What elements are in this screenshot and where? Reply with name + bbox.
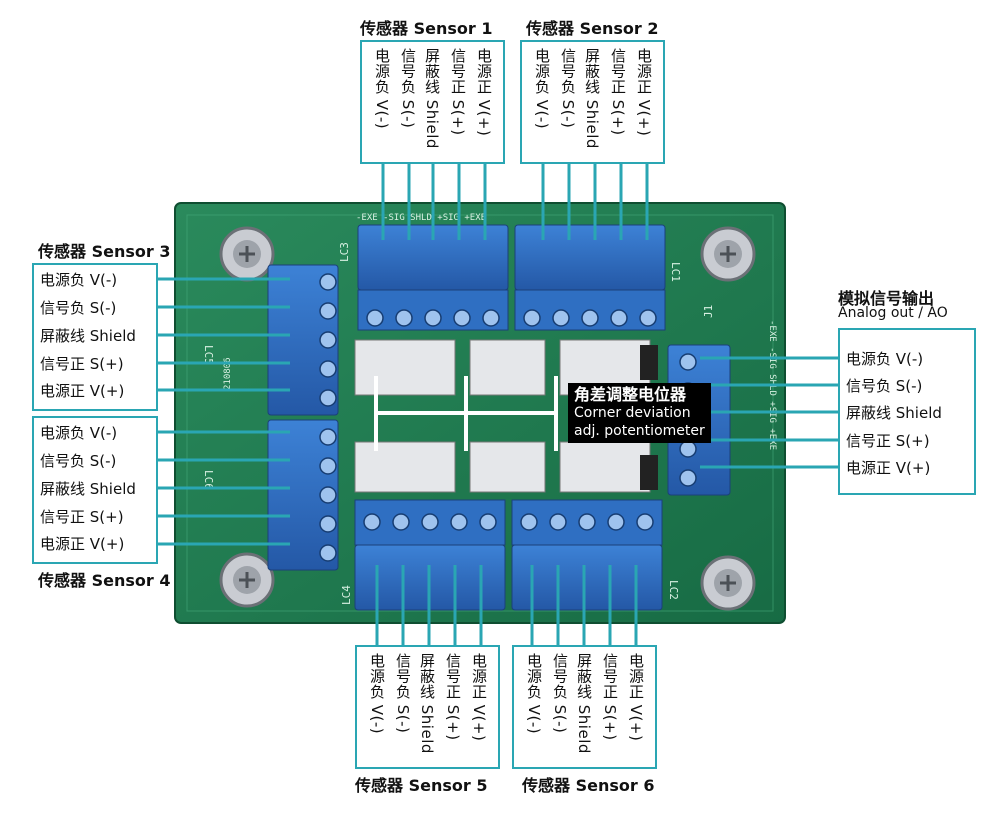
annotation-line-1: 角差调整电位器 [574,385,687,404]
pin-label: 电源负 V(-) [368,653,386,735]
pin-label: 屏蔽线 Shield [423,48,441,149]
pin-label: 信号负 S(-) [559,48,577,129]
silk-lc3: LC3 [338,242,351,262]
pin-label: 电源正 V(+) [627,653,645,742]
silk-lc5: LC5 [202,345,215,365]
pin-label: 电源正 V(+) [635,48,653,137]
pin-label: 信号正 S(+) [601,653,619,741]
screw-icon [219,226,275,282]
pin-label: 信号正 S(+) [444,653,462,741]
pin-label: 电源负 V(-) [846,350,924,368]
pin-label: 电源负 V(-) [373,48,391,130]
sensor-1-title: 传感器 Sensor 1 [360,19,493,38]
silk-pins-top-lc3: -EXE -SIG SHLD +SIG +EXE [356,213,486,223]
annotation-line-3: adj. potentiometer [574,423,705,439]
screw-icon [700,226,756,282]
pin-label: 电源正 V(+) [475,48,493,137]
sensor-5-title: 传感器 Sensor 5 [355,776,488,795]
pin-label: 信号正 S(+) [609,48,627,136]
annotation-bracket [374,376,558,451]
terminal-block-lc3 [357,224,509,331]
pin-label: 屏蔽线 Shield [40,327,136,345]
pin-label: 信号负 S(-) [40,299,117,317]
pin-label: 屏蔽线 Shield [846,404,942,422]
pin-label: 信号负 S(-) [399,48,417,129]
terminal-block-lc5 [267,264,339,416]
sensor-4-pin-box: 电源负 V(-) 信号负 S(-) 屏蔽线 Shield 信号正 S(+) 电源… [32,416,158,564]
annotation-line-2: Corner deviation [574,405,691,421]
sensor-3-pin-box: 电源负 V(-) 信号负 S(-) 屏蔽线 Shield 信号正 S(+) 电源… [32,263,158,411]
screw-icon [700,555,756,611]
potentiometer-annotation: 角差调整电位器 Corner deviation adj. potentiome… [568,383,711,443]
pin-label: 信号负 S(-) [551,653,569,734]
silk-lc4: LC4 [340,585,353,605]
silk-lc1: LC1 [669,262,682,282]
pin-label: 信号负 S(-) [40,452,117,470]
pin-label: 信号正 S(+) [40,355,124,373]
pin-label: 信号负 S(-) [846,377,923,395]
pin-label: 电源正 V(+) [40,535,125,553]
pin-label: 信号正 S(+) [846,432,930,450]
sensor-3-title: 传感器 Sensor 3 [38,242,171,261]
pin-label: 电源负 V(-) [525,653,543,735]
silk-j1: J1 [702,305,715,318]
pin-label: 信号正 S(+) [449,48,467,136]
pin-label: 电源负 V(-) [533,48,551,130]
pin-label: 电源负 V(-) [40,424,118,442]
sensor-5-pin-box: 电源负 V(-) 信号负 S(-) 屏蔽线 Shield 信号正 S(+) 电源… [355,645,500,769]
silk-date: 210806 [223,357,233,390]
pin-label: 信号正 S(+) [40,508,124,526]
sensor-4-title: 传感器 Sensor 4 [38,571,171,590]
screw-icon [219,552,275,608]
pin-label: 电源负 V(-) [40,271,118,289]
sensor-6-title: 传感器 Sensor 6 [522,776,655,795]
silk-lc6: LC6 [202,470,215,490]
pin-label: 电源正 V(+) [470,653,488,742]
pin-label: 信号负 S(-) [394,653,412,734]
sensor-6-pin-box: 电源负 V(-) 信号负 S(-) 屏蔽线 Shield 信号正 S(+) 电源… [512,645,657,769]
analog-out-subtitle: Analog out / AO [838,305,948,321]
pin-label: 屏蔽线 Shield [575,653,593,754]
analog-out-title: 模拟信号输出 [838,289,935,308]
pin-label: 屏蔽线 Shield [418,653,436,754]
terminal-block-lc6 [267,419,339,571]
pin-label: 电源正 V(+) [846,459,931,477]
pin-label: 屏蔽线 Shield [583,48,601,149]
sensor-2-title: 传感器 Sensor 2 [526,19,659,38]
wire-lines [156,162,838,645]
pin-label: 屏蔽线 Shield [40,480,136,498]
pin-label: 电源正 V(+) [40,382,125,400]
sensor-1-pin-box: 电源负 V(-) 信号负 S(-) 屏蔽线 Shield 信号正 S(+) 电源… [360,40,505,164]
silk-lc2: LC2 [667,580,680,600]
sensor-2-pin-box: 电源负 V(-) 信号负 S(-) 屏蔽线 Shield 信号正 S(+) 电源… [520,40,665,164]
analog-out-pin-box: 电源负 V(-) 信号负 S(-) 屏蔽线 Shield 信号正 S(+) 电源… [838,328,976,495]
